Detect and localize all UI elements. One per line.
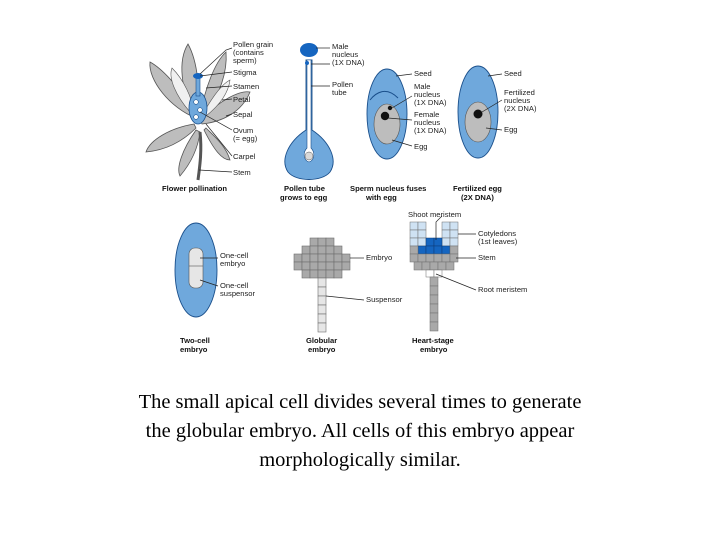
- male-nucleus: [387, 105, 393, 111]
- fusion-caption-2: with egg: [365, 193, 397, 202]
- two-cell-caption-2: embryo: [180, 345, 208, 354]
- fertilized-caption-2: (2X DNA): [461, 193, 494, 202]
- egg-cell: [373, 103, 401, 145]
- one-cell-embryo-label-2: embryo: [220, 259, 245, 268]
- pollen-tube-caption: Pollen tube: [284, 184, 325, 193]
- one-cell-embryo-label: One-cell: [220, 251, 249, 260]
- fertilized-nucleus-label: Fertilized: [504, 88, 535, 97]
- female-nucleus-label: Female: [414, 110, 439, 119]
- female-nucleus-label-2: nucleus: [414, 118, 440, 127]
- fusion-panel: Seed Male nucleus (1X DNA) Female nucleu…: [350, 68, 447, 202]
- pollen-grain-label-2: (contains: [233, 48, 264, 57]
- root-meristem-cells: [425, 269, 443, 278]
- fertilized-panel: Seed Fertilized nucleus (2X DNA) Egg Fer…: [453, 65, 537, 202]
- stem-label: Stem: [233, 168, 251, 177]
- flower-pollination-caption: Flower pollination: [162, 184, 227, 193]
- caption-line-3: morphologically similar.: [259, 449, 461, 471]
- male-nucleus-label-2: nucleus: [332, 50, 358, 59]
- heart-panel: Shoot meristem Cotyledons (1st leaves) S…: [408, 210, 527, 354]
- pollen-grain-label: Pollen grain: [233, 40, 273, 49]
- embryo-development-diagram: Pollen grain (contains sperm) Stigma Sta…: [145, 40, 537, 354]
- fusion-caption: Sperm nucleus fuses: [350, 184, 426, 193]
- pollen-tube: [303, 59, 315, 163]
- male-nucleus-2-label: Male: [414, 82, 430, 91]
- heart-suspensor: [429, 276, 439, 332]
- egg-2-label: Egg: [504, 125, 518, 134]
- heart-stem-label: Stem: [478, 253, 496, 262]
- male-nucleus-2-label-2: nucleus: [414, 90, 440, 99]
- suspensor-label: Suspensor: [366, 295, 403, 304]
- caption-line-1: The small apical cell divides several ti…: [138, 391, 582, 413]
- heart-caption-2: embryo: [420, 345, 448, 354]
- pollen-tube-caption-2: grows to egg: [280, 193, 328, 202]
- fertilized-egg-cell: [464, 101, 492, 143]
- one-cell-suspensor-label-2: suspensor: [220, 289, 256, 298]
- globular-panel: Embryo Suspensor Globular embryo: [293, 237, 403, 354]
- female-nucleus-label-3: (1X DNA): [414, 126, 447, 135]
- fertilized-nucleus: [473, 109, 483, 119]
- pollen-tube-panel: Male nucleus (1X DNA) Pollen tube Pollen…: [280, 42, 365, 202]
- seed-2-label: Seed: [504, 69, 522, 78]
- male-nucleus-2-label-3: (1X DNA): [414, 98, 447, 107]
- two-cell-panel: One-cell embryo One-cell suspensor Two-c…: [174, 222, 256, 354]
- flower-stem: [196, 131, 203, 181]
- pollen-grain-label-3: sperm): [233, 56, 257, 65]
- globular-suspensor: [317, 277, 327, 333]
- egg-label: Egg: [414, 142, 428, 151]
- sepal-label: Sepal: [233, 110, 253, 119]
- ovum-label-2: (= egg): [233, 134, 258, 143]
- male-nucleus-label: Male: [332, 42, 348, 51]
- globular-caption: Globular: [306, 336, 337, 345]
- ovum-label: Ovum: [233, 126, 253, 135]
- pollen-tube-label: Pollen: [332, 80, 353, 89]
- cotyledons-label-2: (1st leaves): [478, 237, 518, 246]
- slide-caption: The small apical cell divides several ti…: [60, 388, 660, 475]
- fertilized-nucleus-label-2: nucleus: [504, 96, 530, 105]
- stigma-label: Stigma: [233, 68, 257, 77]
- carpel-label: Carpel: [233, 152, 256, 161]
- globular-cells: [293, 237, 351, 279]
- stamen-label: Stamen: [233, 82, 259, 91]
- cotyledons-label: Cotyledons: [478, 229, 516, 238]
- pollen-tube-label-2: tube: [332, 88, 347, 97]
- seed-label: Seed: [414, 69, 432, 78]
- cotyledon-cells: [409, 221, 459, 247]
- root-meristem-label: Root meristem: [478, 285, 527, 294]
- fertilized-caption: Fertilized egg: [453, 184, 502, 193]
- heart-caption: Heart-stage: [412, 336, 454, 345]
- caption-line-2: the globular embryo. All cells of this e…: [145, 420, 575, 442]
- embryo-label: Embryo: [366, 253, 392, 262]
- male-nucleus-label-3: (1X DNA): [332, 58, 365, 67]
- one-cell-suspensor-label: One-cell: [220, 281, 249, 290]
- flower-carpel: [188, 73, 208, 125]
- heart-stem-cells: [409, 245, 459, 271]
- fertilized-nucleus-label-3: (2X DNA): [504, 104, 537, 113]
- globular-caption-2: embryo: [308, 345, 336, 354]
- pollen-grain: [300, 43, 318, 57]
- petal-label: Petal: [233, 95, 251, 104]
- flower-panel: Pollen grain (contains sperm) Stigma Sta…: [145, 40, 273, 193]
- female-nucleus: [380, 111, 390, 121]
- two-cell-embryo: [188, 247, 204, 289]
- two-cell-caption: Two-cell: [180, 336, 210, 345]
- shoot-meristem-label: Shoot meristem: [408, 210, 461, 219]
